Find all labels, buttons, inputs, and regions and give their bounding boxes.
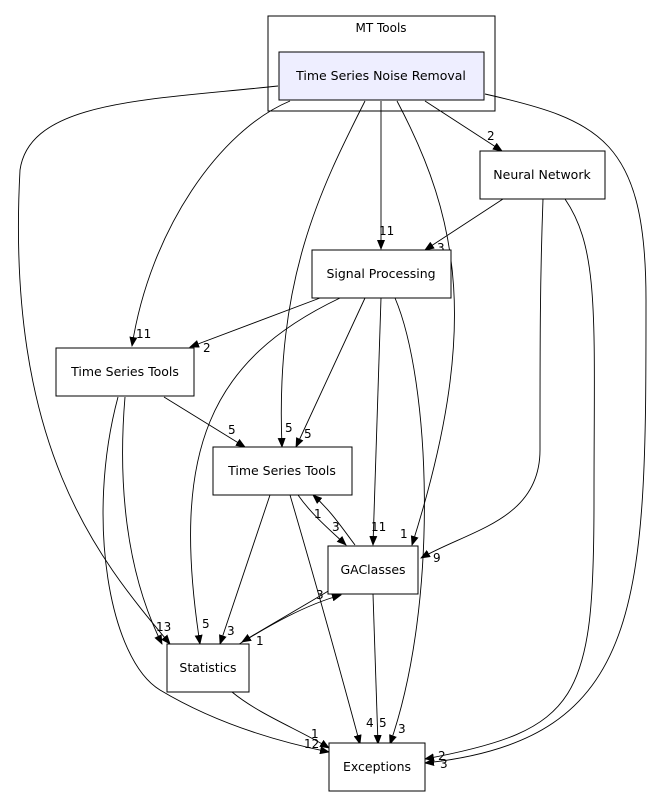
- edge-label-nn-ga: 9: [433, 551, 441, 565]
- edge-gaclasses-to-exceptions: [372, 593, 382, 745]
- edge-label-sp-st: 5: [202, 617, 210, 631]
- edge-neural-network-to-gaclasses: [420, 198, 544, 559]
- edge-label-nr-tsa: 11: [136, 327, 151, 341]
- edge-ts-tools-b-to-exceptions: [289, 494, 362, 745]
- edge-label-nr-ex: 3: [440, 757, 448, 771]
- edge-signal-processing-to-ts-tools-a: [189, 297, 321, 348]
- edge-signal-processing-to-gaclasses: [369, 297, 382, 546]
- edge-noise-removal-to-ts-tools-b: [277, 100, 366, 448]
- edge-noise-removal-to-statistics: [18, 85, 279, 645]
- edge-gaclasses-to-ts-tools-b: [312, 494, 356, 546]
- edge-label-sp-tsb: 5: [304, 427, 312, 441]
- edge-ts-tools-a-to-exceptions: [102, 396, 330, 755]
- edge-signal-processing-to-exceptions: [389, 297, 425, 745]
- edge-label-tsb-ex: 4: [366, 716, 374, 730]
- edge-label-sp-tsa: 2: [203, 341, 211, 355]
- edge-label-sp-ex: 3: [398, 722, 406, 736]
- edge-label-tsa-ex: 12: [304, 737, 319, 751]
- node-time-series-noise-removal[interactable]: Time Series Noise Removal: [278, 51, 485, 101]
- node-label: Time Series Tools: [70, 364, 179, 379]
- node-label: Statistics: [179, 660, 236, 675]
- edge-ts-tools-a-to-statistics: [122, 396, 163, 645]
- node-label: GAClasses: [340, 562, 405, 577]
- edge-label-ga-st: 1: [256, 634, 264, 648]
- cluster-title: MT Tools: [355, 21, 406, 35]
- node-label: Exceptions: [343, 759, 411, 774]
- edge-neural-network-to-exceptions: [424, 198, 595, 762]
- edge-signal-processing-to-ts-tools-b: [295, 297, 366, 448]
- edge-statistics-to-exceptions: [231, 691, 330, 749]
- edge-label-ga-tsb: 1: [314, 507, 322, 521]
- edge-ts-tools-b-to-gaclasses: [297, 494, 347, 546]
- edge-label-sp-ga: 11: [371, 520, 386, 534]
- edge-label-nn-sp: 3: [437, 241, 445, 255]
- edge-neural-network-to-signal-processing: [424, 198, 504, 251]
- edge-statistics-to-gaclasses: [235, 593, 342, 647]
- edge-label-tsb-st: 3: [227, 624, 235, 638]
- edge-labels: 2 11 3 11 2 5 5 5 1 3 11 1 9 13 5 3 3 1 …: [136, 129, 495, 771]
- node-label: Signal Processing: [326, 266, 435, 281]
- edge-label-nr-sp: 11: [379, 224, 394, 238]
- edge-label-nn-ex: 2: [438, 749, 446, 763]
- edge-label-nr-tsb: 5: [285, 421, 293, 435]
- edge-gaclasses-to-statistics: [241, 589, 331, 643]
- edge-label-ga-ex: 5: [379, 716, 387, 730]
- edge-label-tsa-tsb: 5: [228, 423, 236, 437]
- edge-label-tsb-ga: 3: [332, 520, 340, 534]
- node-label: Time Series Tools: [227, 463, 336, 478]
- edge-ts-tools-b-to-statistics: [219, 494, 271, 645]
- node-signal-processing[interactable]: Signal Processing: [311, 249, 452, 299]
- node-gaclasses[interactable]: GAClasses: [327, 545, 419, 595]
- edge-noise-removal-to-neural-network: [424, 100, 503, 152]
- edge-label-nr-ga: 1: [400, 527, 408, 541]
- node-label: Neural Network: [493, 167, 591, 182]
- edge-noise-removal-to-exceptions: [424, 93, 647, 767]
- edge-ts-tools-a-to-ts-tools-b: [163, 396, 246, 448]
- node-statistics[interactable]: Statistics: [166, 643, 250, 693]
- node-time-series-tools-lower[interactable]: Time Series Tools: [212, 446, 353, 496]
- edge-label-st-ex: 1: [311, 727, 319, 741]
- node-time-series-tools-upper[interactable]: Time Series Tools: [55, 347, 195, 397]
- edge-label-nr-nn: 2: [487, 129, 495, 143]
- edge-signal-processing-to-statistics: [190, 297, 341, 645]
- edge-noise-removal-to-ts-tools-a: [129, 100, 291, 347]
- node-neural-network[interactable]: Neural Network: [479, 150, 606, 200]
- node-label: Time Series Noise Removal: [295, 68, 466, 83]
- edge-label-nr-st: 13: [156, 620, 171, 634]
- edges: [18, 85, 647, 767]
- edge-label-st-ga: 3: [316, 588, 324, 602]
- edge-noise-removal-to-gaclasses: [396, 100, 455, 546]
- node-exceptions[interactable]: Exceptions: [328, 742, 426, 792]
